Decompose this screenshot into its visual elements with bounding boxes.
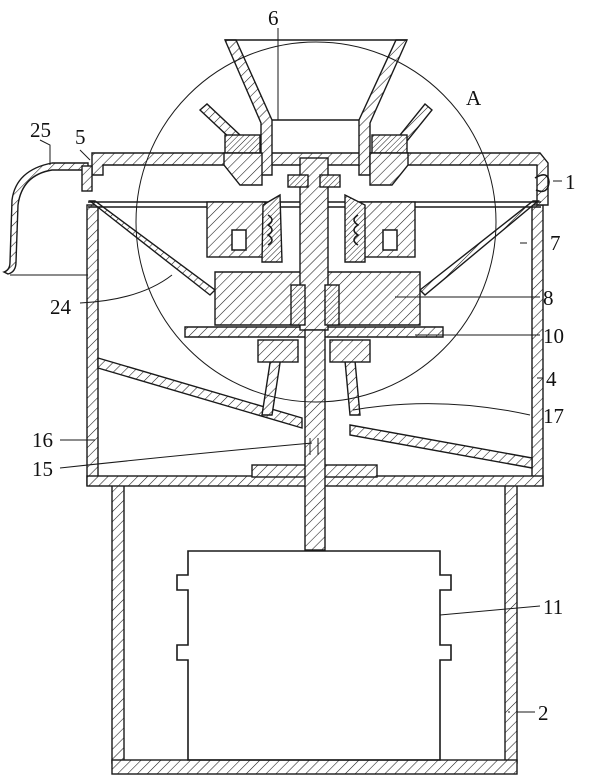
label-5: 5 [75,125,86,149]
sloped-collection-tray [97,357,533,469]
label-detail-a: A [466,86,482,110]
motor [176,550,452,761]
label-25: 25 [30,118,51,142]
clamp-knobs [198,102,433,186]
label-2: 2 [538,701,549,725]
label-8: 8 [543,286,554,310]
label-6: 6 [268,6,279,30]
label-1: 1 [565,170,576,194]
leader-lines [39,28,562,713]
detail-circle-a [135,41,497,403]
bearing-seat [257,339,371,363]
label-17: 17 [543,404,564,428]
label-10: 10 [543,324,564,348]
label-4: 4 [546,367,557,391]
label-15: 15 [32,457,53,481]
upper-grinding-blocks [206,193,416,263]
label-24: 24 [50,295,72,319]
side-outlet-spout [2,162,93,276]
label-11: 11 [543,595,563,619]
label-7: 7 [550,231,561,255]
main-shaft [287,157,341,551]
label-16: 16 [32,428,53,452]
base-housing [111,484,518,775]
